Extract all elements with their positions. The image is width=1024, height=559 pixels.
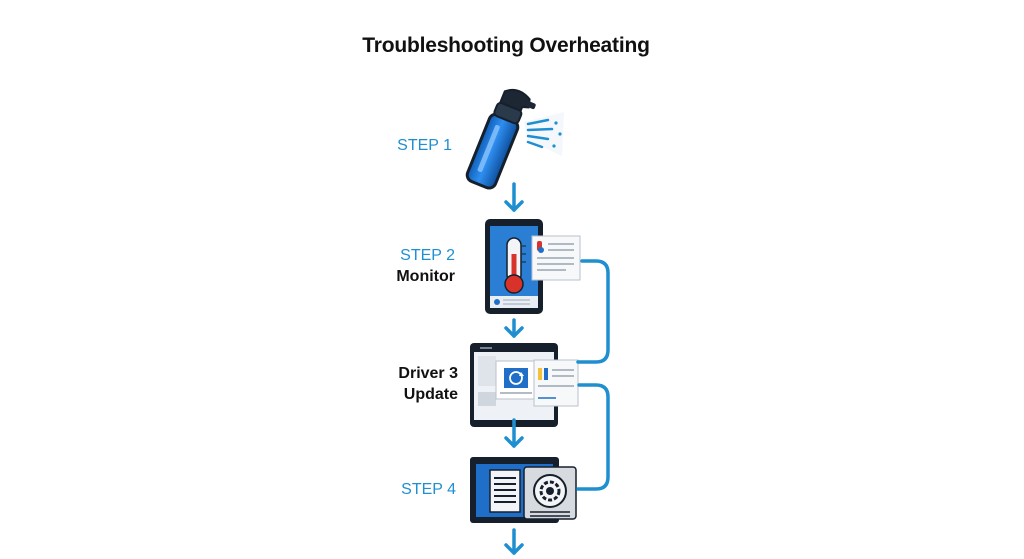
diagram-title: Troubleshooting Overheating: [362, 34, 650, 57]
step-4-title: STEP 4: [401, 481, 456, 498]
step-1-label: STEP 1: [352, 135, 452, 156]
thermometer-tablet-icon: [485, 219, 581, 314]
spray-mist-icon: [524, 112, 564, 156]
step-3-title: Driver 3: [398, 365, 458, 382]
arrow-step4-down: [504, 528, 524, 555]
arrow-step2-to-step3: [504, 318, 524, 338]
arrow-step3-to-step4: [504, 418, 524, 448]
loop-connector-update-to-step4: [576, 383, 610, 491]
monitor-update-icon: [470, 343, 579, 427]
step-2-title: STEP 2: [400, 247, 455, 264]
loop-connector-monitor-to-update: [576, 259, 610, 364]
step-3-subtitle: Update: [403, 386, 458, 403]
step-1-title: STEP 1: [397, 137, 452, 154]
step-2-subtitle: Monitor: [396, 268, 455, 285]
arrow-step1-to-step2: [504, 182, 524, 212]
step-3-label: Driver 3 Update: [352, 363, 458, 405]
step-4-label: STEP 4: [352, 479, 456, 500]
spray-can-icon: [465, 88, 564, 190]
fan-settings-icon: [470, 457, 577, 523]
step-2-label: STEP 2 Monitor: [352, 245, 455, 287]
